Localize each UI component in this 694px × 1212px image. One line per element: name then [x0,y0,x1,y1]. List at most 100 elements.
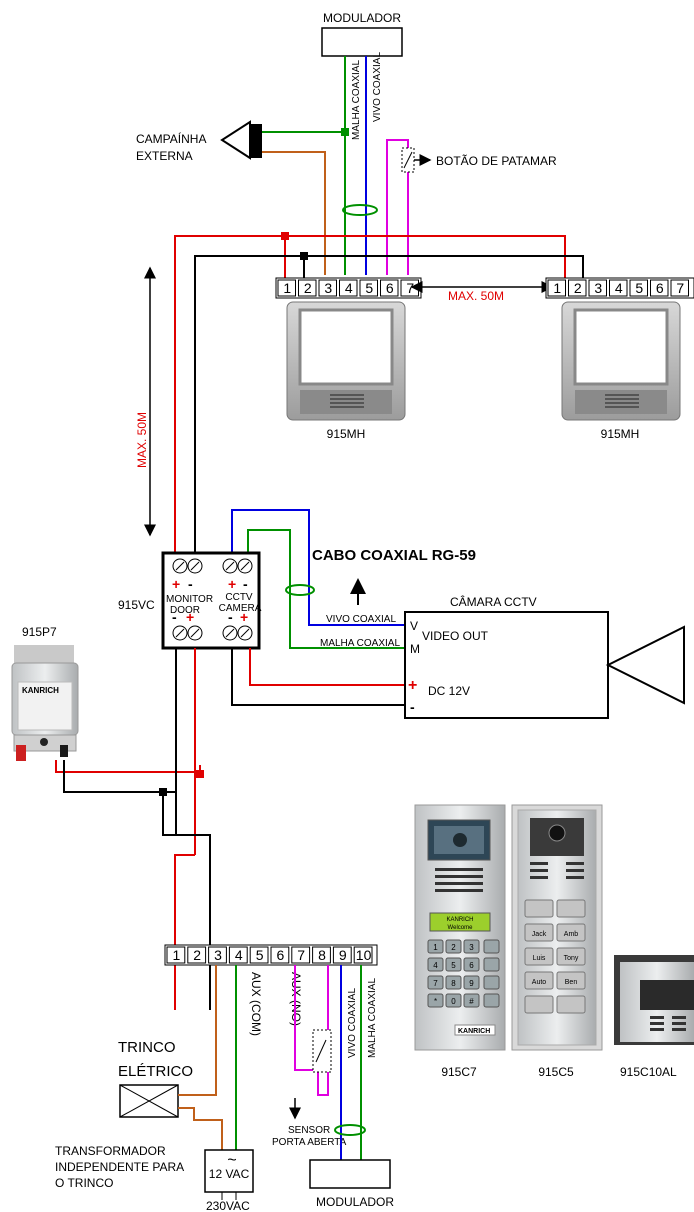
monitor-1-terminal-number: 5 [365,280,373,296]
monitor-1-terminal [359,279,378,297]
svg-text:CAMERA: CAMERA [219,603,262,614]
monitor-2-terminal [650,279,669,297]
monitor-1-terminal [380,279,399,297]
coax-live-bottom-label: VIVO COAXIAL [347,988,358,1058]
monitor-2-terminal-number: 5 [635,280,643,296]
monitor-1-terminal-number: 7 [406,280,414,296]
keypad-key [463,975,480,990]
svg-text:+: + [228,576,236,592]
mains-label: 230VAC [206,1199,250,1212]
keypad-key-label: 1 [433,943,438,952]
door-terminal [353,946,373,964]
monitor-1-terminal [339,279,358,297]
monitor-1-terminal-number: 4 [345,280,353,296]
panel-c7-label: 915C7 [441,1065,477,1079]
max-vertical-label: MAX. 50M [135,412,149,468]
monitor-2-terminal-number: 7 [676,280,684,296]
monitor-1-terminal-number: 2 [304,280,312,296]
panel-c5-label: 915C5 [538,1065,574,1079]
top-modulator-label: MODULADOR [323,11,401,25]
svg-text:INDEPENDENTE PARA: INDEPENDENTE PARA [55,1160,184,1174]
max-horizontal-label: MAX. 50M [448,289,504,303]
cam-m-label: M [410,642,420,656]
vc-unit-label: 915VC [118,598,155,612]
panel-915c10al [614,955,694,1045]
top-modulator-box [321,27,403,57]
keypad-key [427,957,444,972]
svg-text:-: - [410,699,415,715]
monitor-2-terminal-number: 1 [553,280,561,296]
keypad-key-label: 0 [451,997,456,1006]
c5-name-label: Amb [564,931,579,938]
monitor-2-terminal [609,279,628,297]
monitor-1-terminal-number: 3 [324,280,332,296]
cam-live-label: VIVO COAXIAL [326,614,396,625]
monitor-2-terminal [629,279,648,297]
keypad-key [427,993,444,1008]
svg-text:-: - [228,609,233,625]
c5-name-button [524,971,554,990]
chime-label: CAMPAÍNHA [136,131,206,146]
cctv-camera-label: CÂMARA CCTV [450,594,537,609]
keypad-key [427,939,444,954]
monitor-2-terminal [670,279,689,297]
svg-text:PORTA ABERTA: PORTA ABERTA [272,1137,347,1148]
keypad-side-key [483,939,500,954]
transformer-voltage: 12 VAC [209,1167,250,1181]
monitor-1-terminal-number: 1 [283,280,291,296]
c5-name-button [556,923,586,942]
keypad-key-label: 7 [433,979,438,988]
door-terminal [208,946,227,964]
keypad-key-label: 9 [469,979,474,988]
door-terminal-number: 2 [193,947,201,963]
svg-text:-: - [243,576,248,592]
monitor-2-terminal [588,279,607,297]
keypad-key-label: # [469,997,474,1006]
keypad-key-label: 3 [469,943,474,952]
door-terminal-number: 10 [356,947,372,963]
c5-name-button [556,899,586,918]
keypad-key-label: * [434,997,437,1006]
c5-name-label: Jack [532,931,547,938]
lock-label: TRINCO [118,1039,176,1056]
door-terminal [291,946,311,964]
door-terminal [312,946,331,964]
monitor-1-terminal [277,279,296,297]
chime-body [250,124,262,158]
door-terminal [332,946,352,964]
svg-text:-: - [188,576,193,592]
door-terminal-number: 5 [256,947,264,963]
svg-text:+: + [408,677,417,694]
svg-text:-: - [172,609,177,625]
keypad-key [463,993,480,1008]
door-terminal-number: 7 [297,947,305,963]
monitor-2-terminal-number: 3 [594,280,602,296]
panel-c10-label: 915C10AL [620,1065,677,1079]
svg-text:ELÉTRICO: ELÉTRICO [118,1063,193,1080]
door-terminal [249,946,269,964]
keypad-key-label: 6 [469,961,474,970]
cam-dc-label: DC 12V [428,684,470,698]
svg-text:O TRINCO: O TRINCO [55,1176,113,1190]
door-terminal [228,946,248,964]
coax-shield-bottom-label: MALHA COAXIAL [367,978,378,1058]
transformer-note: TRANSFORMADOR [55,1144,166,1158]
cam-video-out-label: VIDEO OUT [422,629,489,643]
keypad-side-key [483,993,500,1008]
coax-shield-top-label: MALHA COAXIAL [351,60,362,140]
keypad-key [445,939,462,954]
svg-text:Welcome: Welcome [448,925,474,931]
cctv-camera-lens [605,625,685,705]
cam-shield-label: MALHA COAXIAL [320,638,400,649]
door-sensor-switch [312,1029,332,1073]
cam-v-label: V [410,619,418,633]
c5-name-button [524,995,554,1014]
chime-horn [220,120,251,160]
door-terminal-number: 9 [339,947,347,963]
c5-name-button [524,923,554,942]
keypad-key [463,939,480,954]
svg-text:EXTERNA: EXTERNA [136,149,193,163]
keypad-key [445,975,462,990]
